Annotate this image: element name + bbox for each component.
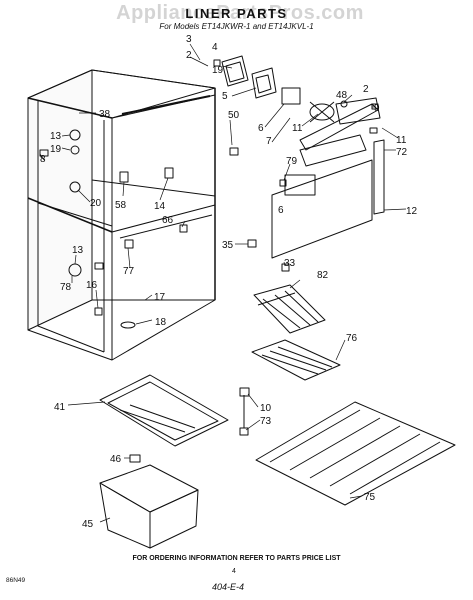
callout-4: 4: [212, 42, 218, 53]
callout-78: 78: [60, 282, 72, 293]
fresh-food-shelf: [255, 401, 456, 506]
callout-46: 46: [110, 454, 122, 465]
callout-50: 50: [228, 110, 240, 121]
callout-9: 9: [374, 103, 380, 114]
callout-75: 75: [364, 492, 376, 503]
diagram-code: 86N49: [6, 577, 26, 584]
callout-16: 16: [86, 280, 98, 291]
ordering-note: FOR ORDERING INFORMATION REFER TO PARTS …: [132, 555, 341, 562]
fan-assembly: [229, 87, 381, 156]
thermostat: [239, 387, 250, 436]
vertical-strip: [369, 127, 385, 215]
callout-18: 18: [155, 317, 167, 328]
leader-lines: [39, 43, 407, 523]
callout-76: 76: [346, 333, 358, 344]
callout-12: 12: [406, 206, 418, 217]
callout-2b: 2: [363, 84, 369, 95]
callout-11a: 11: [292, 123, 303, 134]
ice-tray: [253, 284, 326, 334]
callout-82: 82: [317, 270, 329, 281]
evaporator-cover: [271, 134, 373, 259]
freezer-shelf: [251, 339, 341, 381]
callout-72: 72: [396, 147, 408, 158]
callout-77: 77: [123, 266, 135, 277]
callout-73: 73: [260, 416, 272, 427]
callout-20: 20: [90, 198, 102, 209]
callout-41: 41: [54, 402, 66, 413]
callout-35: 35: [222, 240, 234, 251]
callout-14: 14: [154, 201, 166, 212]
light-shield-parts: [213, 55, 277, 99]
callout-10: 10: [260, 403, 272, 414]
callout-19b: 19: [50, 144, 62, 155]
exploded-parts-diagram: 3241954829385067111172131987962058141266…: [27, 34, 456, 549]
crisper-pan: [99, 454, 199, 549]
watermark: AppliancePartsPros.com: [116, 2, 364, 24]
callout-19a: 19: [212, 65, 224, 76]
callout-8: 8: [40, 154, 46, 165]
page-title: LINER PARTS: [185, 6, 288, 21]
callout-2a: 2: [186, 50, 192, 61]
callout-45: 45: [82, 519, 94, 530]
callout-11b: 11: [396, 135, 407, 146]
handwritten-code: 404-E-4: [212, 582, 245, 592]
callout-48: 48: [336, 90, 348, 101]
callout-13a: 13: [50, 131, 62, 142]
drawer-cover: [99, 374, 229, 447]
liner-cabinet: [27, 69, 216, 361]
callout-6b: 6: [278, 205, 284, 216]
callout-7: 7: [266, 136, 272, 147]
callout-33: 33: [284, 258, 296, 269]
callout-5: 5: [222, 91, 228, 102]
callout-79: 79: [286, 156, 298, 167]
callout-3: 3: [186, 34, 192, 45]
page-subtitle: For Models ET14JKWR-1 and ET14JKVL-1: [159, 22, 314, 31]
callout-17: 17: [154, 292, 166, 303]
callout-66: 66: [162, 215, 174, 226]
callout-6a: 6: [258, 123, 264, 134]
callout-38: 38: [99, 109, 111, 120]
callout-58: 58: [115, 200, 127, 211]
page-number: 4: [232, 568, 236, 575]
callout-13b: 13: [72, 245, 84, 256]
